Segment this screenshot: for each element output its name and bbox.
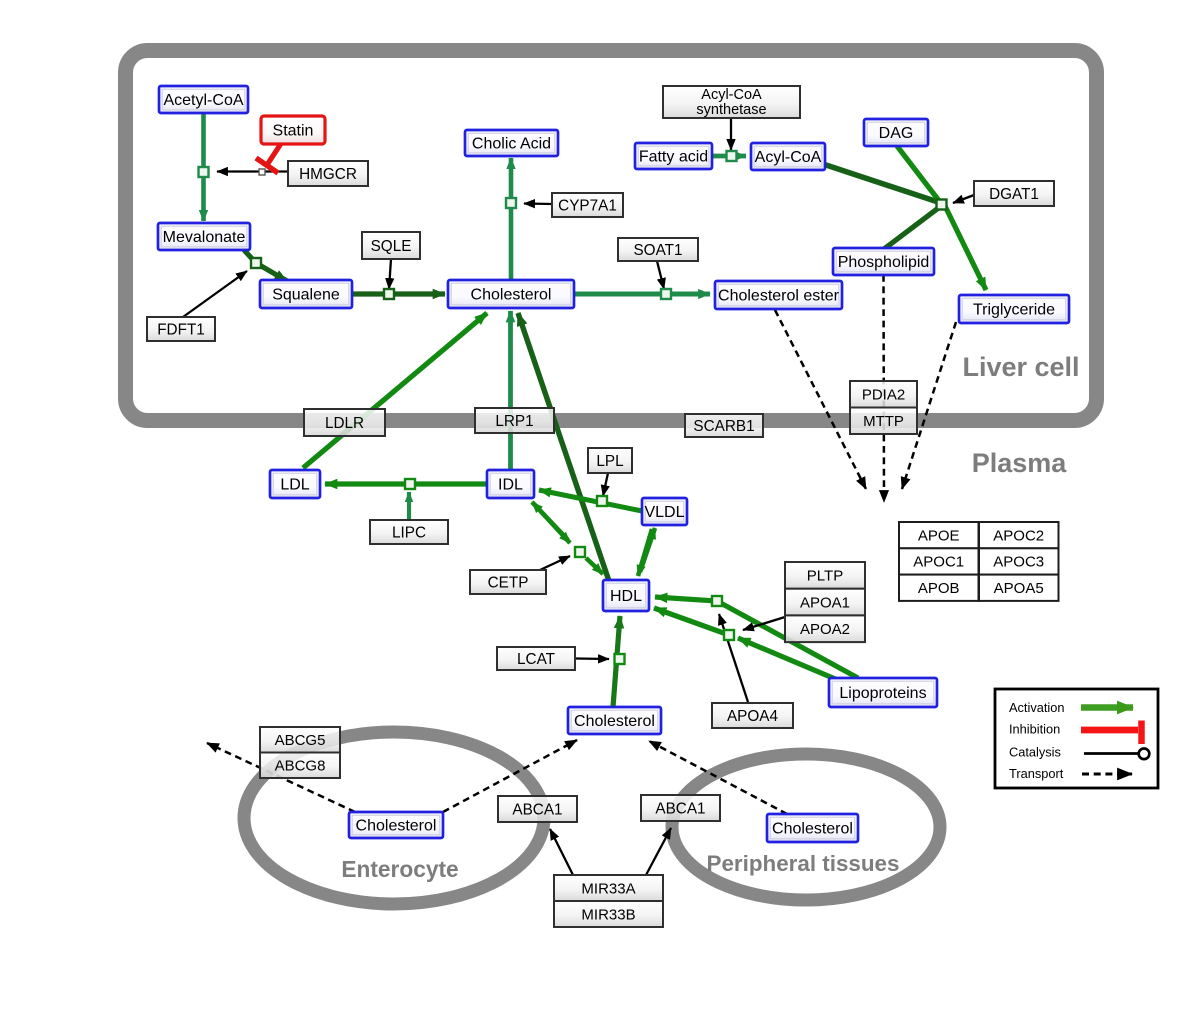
svg-text:APOA2: APOA2: [800, 621, 850, 638]
svg-text:LIPC: LIPC: [392, 524, 426, 541]
svg-text:Transport: Transport: [1009, 766, 1064, 781]
svg-text:SCARB1: SCARB1: [693, 418, 754, 435]
svg-text:LDLR: LDLR: [325, 415, 364, 432]
svg-text:Peripheral tissues: Peripheral tissues: [707, 851, 900, 876]
svg-text:CETP: CETP: [488, 574, 529, 591]
svg-text:APOA4: APOA4: [727, 708, 779, 725]
svg-text:APOC1: APOC1: [913, 554, 964, 571]
svg-text:FDFT1: FDFT1: [157, 321, 205, 338]
svg-text:Cholic Acid: Cholic Acid: [472, 136, 551, 153]
svg-text:APOC3: APOC3: [993, 554, 1044, 571]
svg-text:Phospholipid: Phospholipid: [838, 254, 930, 271]
svg-text:HMGCR: HMGCR: [299, 166, 357, 183]
svg-text:Fatty acid: Fatty acid: [639, 149, 708, 166]
svg-text:Cholesterol: Cholesterol: [574, 713, 655, 730]
svg-text:Activation: Activation: [1009, 700, 1064, 715]
svg-text:HDL: HDL: [610, 588, 642, 605]
svg-text:Triglyceride: Triglyceride: [973, 302, 1055, 319]
svg-text:Plasma: Plasma: [972, 448, 1068, 478]
svg-text:VLDL: VLDL: [644, 504, 684, 521]
svg-text:Cholesterol ester: Cholesterol ester: [718, 288, 840, 305]
svg-text:MIR33B: MIR33B: [581, 906, 635, 923]
svg-text:ABCG8: ABCG8: [275, 758, 326, 775]
svg-text:DGAT1: DGAT1: [989, 186, 1039, 203]
svg-text:Acyl-CoA: Acyl-CoA: [755, 149, 822, 166]
svg-text:Cholesterol: Cholesterol: [356, 818, 437, 835]
svg-text:MIR33A: MIR33A: [581, 880, 635, 897]
svg-text:Lipoproteins: Lipoproteins: [839, 685, 926, 702]
svg-text:LCAT: LCAT: [517, 651, 555, 668]
svg-text:Statin: Statin: [273, 123, 314, 140]
svg-text:SOAT1: SOAT1: [633, 242, 682, 259]
svg-text:synthetase: synthetase: [696, 102, 766, 118]
svg-text:APOE: APOE: [918, 527, 960, 544]
svg-text:SQLE: SQLE: [371, 238, 412, 255]
svg-text:Acyl-CoA: Acyl-CoA: [701, 87, 762, 103]
svg-text:APOB: APOB: [918, 580, 960, 597]
svg-text:IDL: IDL: [498, 477, 523, 494]
svg-text:ABCG5: ABCG5: [275, 732, 326, 749]
svg-text:Acetyl-CoA: Acetyl-CoA: [163, 92, 243, 109]
svg-text:Catalysis: Catalysis: [1009, 745, 1061, 760]
svg-text:Mevalonate: Mevalonate: [163, 229, 246, 246]
svg-text:LDL: LDL: [280, 477, 309, 494]
svg-text:LRP1: LRP1: [495, 413, 533, 430]
svg-text:LPL: LPL: [596, 453, 623, 470]
svg-text:PDIA2: PDIA2: [862, 387, 905, 404]
svg-text:APOC2: APOC2: [993, 527, 1044, 544]
svg-text:Enterocyte: Enterocyte: [341, 856, 458, 882]
svg-text:Cholesterol: Cholesterol: [471, 287, 552, 304]
svg-text:MTTP: MTTP: [863, 413, 904, 430]
svg-text:PLTP: PLTP: [807, 568, 843, 585]
svg-text:APOA1: APOA1: [800, 594, 850, 611]
svg-text:Squalene: Squalene: [272, 287, 340, 304]
svg-text:Liver cell: Liver cell: [962, 352, 1079, 382]
svg-text:ABCA1: ABCA1: [655, 800, 705, 817]
svg-text:Inhibition: Inhibition: [1009, 722, 1060, 737]
svg-text:ABCA1: ABCA1: [512, 801, 562, 818]
svg-text:APOA5: APOA5: [994, 580, 1044, 597]
svg-text:Cholesterol: Cholesterol: [772, 821, 853, 838]
svg-text:DAG: DAG: [879, 125, 914, 142]
svg-text:CYP7A1: CYP7A1: [558, 197, 617, 214]
